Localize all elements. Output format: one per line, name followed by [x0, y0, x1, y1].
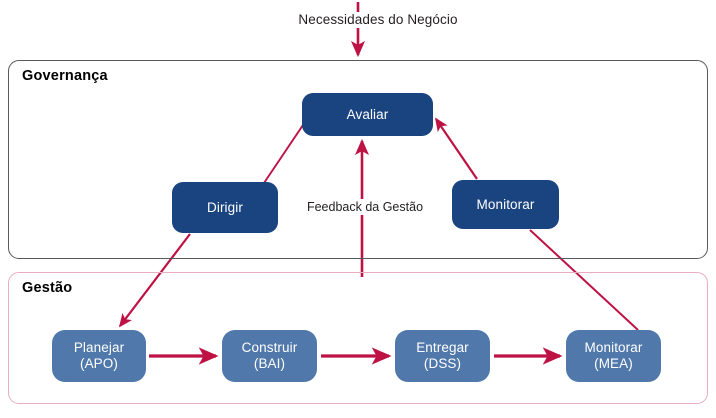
node-construir[interactable]: Construir (BAI) [222, 330, 317, 382]
node-construir-label: Construir [241, 340, 298, 355]
node-dirigir-label: Dirigir [207, 199, 243, 215]
frame-gestao-title: Gestão [22, 280, 73, 296]
node-monitorar-mea[interactable]: Monitorar (MEA) [566, 330, 661, 382]
node-monitorar[interactable]: Monitorar [452, 180, 559, 229]
frame-governanca [8, 60, 708, 259]
node-entregar-label: Entregar [416, 340, 469, 355]
node-entregar-code: (DSS) [423, 356, 462, 371]
node-dirigir[interactable]: Dirigir [172, 182, 278, 233]
frame-gestao [8, 272, 708, 404]
node-planejar[interactable]: Planejar (APO) [52, 330, 146, 382]
node-avaliar-label: Avaliar [346, 106, 389, 122]
node-avaliar[interactable]: Avaliar [302, 93, 433, 136]
input-label-necessidades-do-negocio: Necessidades do Negócio [298, 12, 458, 27]
node-planejar-label: Planejar [73, 340, 125, 355]
node-monitorar-mea-code: (MEA) [594, 356, 633, 371]
node-construir-code: (BAI) [253, 356, 286, 371]
node-monitorar-label: Monitorar [476, 196, 535, 212]
node-entregar[interactable]: Entregar (DSS) [395, 330, 490, 382]
frame-governanca-title: Governança [22, 68, 108, 84]
node-monitorar-mea-label: Monitorar [584, 340, 643, 355]
edge-label-feedback-da-gestao: Feedback da Gestão [303, 199, 427, 215]
node-planejar-code: (APO) [79, 356, 118, 371]
